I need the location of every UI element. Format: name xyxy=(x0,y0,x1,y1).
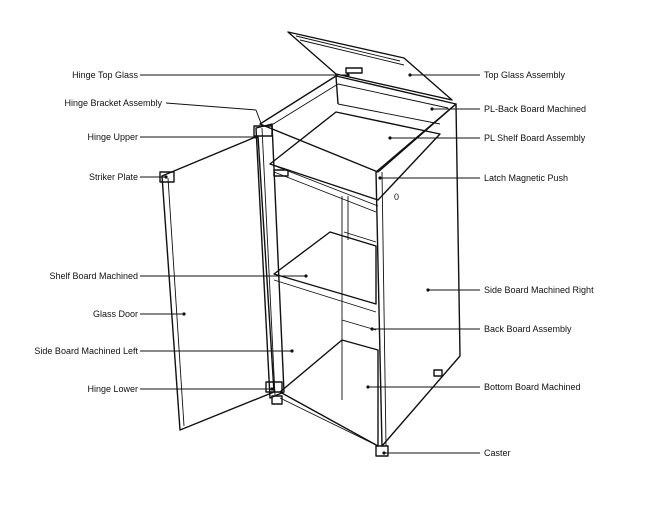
bottom-board xyxy=(279,319,379,447)
label-top-glass-assembly: Top Glass Assembly xyxy=(484,70,566,80)
side-board-right xyxy=(375,103,461,447)
leader-lines xyxy=(140,73,480,455)
label-bottom-board-machined: Bottom Board Machined xyxy=(484,382,581,392)
latch-mark: 0 xyxy=(394,192,399,202)
label-side-board-machined-left: Side Board Machined Left xyxy=(34,346,138,356)
label-side-board-machined-right: Side Board Machined Right xyxy=(484,285,594,295)
back-board xyxy=(335,75,441,400)
caster-left xyxy=(271,395,283,405)
caster-back xyxy=(433,369,443,377)
cabinet-top xyxy=(259,75,457,173)
top-glass-hinge-block xyxy=(345,67,363,74)
label-shelf-board-machined: Shelf Board Machined xyxy=(49,271,138,281)
label-pl-back-board-machined: PL-Back Board Machined xyxy=(484,104,586,114)
casters xyxy=(271,369,443,457)
pl-shelf-board xyxy=(269,111,441,213)
caster-right xyxy=(375,445,389,457)
label-hinge-top-glass: Hinge Top Glass xyxy=(72,70,138,80)
label-pl-shelf-board-assembly: PL Shelf Board Assembly xyxy=(484,133,586,143)
label-latch-magnetic-push: Latch Magnetic Push xyxy=(484,173,568,183)
label-hinge-upper: Hinge Upper xyxy=(87,132,138,142)
label-striker-plate: Striker Plate xyxy=(89,172,138,182)
hinge-upper-block xyxy=(253,125,273,137)
callout-labels: Hinge Top Glass Hinge Bracket Assembly H… xyxy=(34,70,594,458)
label-hinge-bracket-assembly: Hinge Bracket Assembly xyxy=(64,98,162,108)
label-caster: Caster xyxy=(484,448,511,458)
cabinet-drawing: 0 xyxy=(159,31,461,457)
label-hinge-lower: Hinge Lower xyxy=(87,384,138,394)
side-board-left xyxy=(253,123,285,399)
top-glass-lid xyxy=(287,31,453,101)
label-glass-door: Glass Door xyxy=(93,309,138,319)
glass-door-panel xyxy=(159,135,275,431)
latch-block xyxy=(273,169,289,177)
label-back-board-assembly: Back Board Assembly xyxy=(484,324,572,334)
shelf-board-middle xyxy=(273,231,377,313)
